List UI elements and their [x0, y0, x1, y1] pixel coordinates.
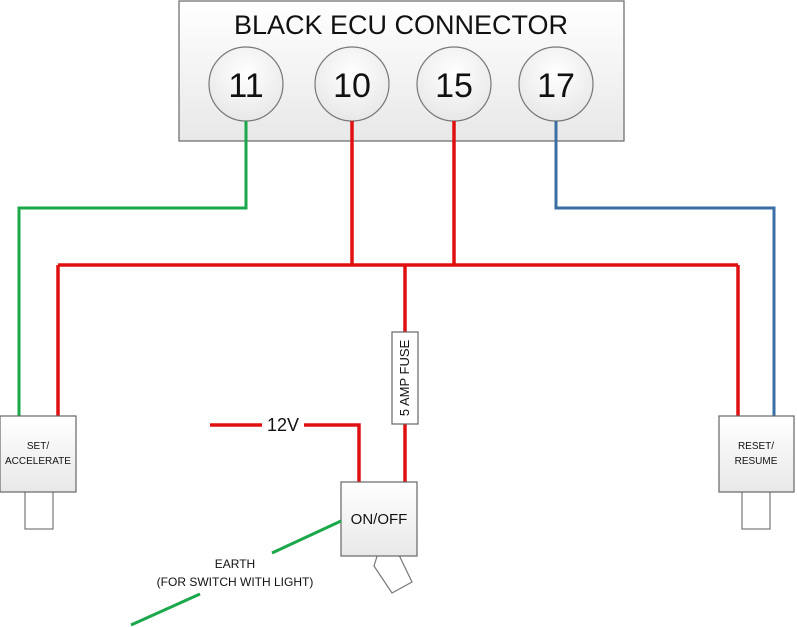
- set-switch-line1: SET/: [27, 441, 49, 452]
- earth-label-line1: EARTH: [215, 557, 255, 571]
- reset-switch-line1: RESET/: [738, 441, 774, 452]
- pin-10: 10: [314, 46, 390, 122]
- reset-switch-line2: RESUME: [735, 456, 778, 467]
- fuse: 5 AMP FUSE: [391, 331, 419, 425]
- green-wire-pin11: [17, 121, 248, 416]
- supply-12v-label: 12V: [267, 415, 299, 435]
- set-switch-line2: ACCELERATE: [5, 456, 71, 467]
- reset-resume-switch: RESET/ RESUME: [718, 415, 795, 530]
- red-wires: [56, 121, 740, 482]
- connector-title: BLACK ECU CONNECTOR: [234, 10, 568, 40]
- pin-15: 15: [416, 46, 492, 122]
- pin-11: 11: [208, 46, 284, 122]
- on-off-switch: ON/OFF: [340, 481, 418, 594]
- green-earth-wire-lower: [130, 592, 201, 627]
- fuse-label: 5 AMP FUSE: [397, 339, 412, 416]
- on-off-switch-lever: [373, 552, 413, 594]
- pin-17: 17: [518, 46, 594, 122]
- set-accelerate-switch: SET/ ACCELERATE: [0, 415, 77, 530]
- pin-10-label: 10: [333, 67, 371, 105]
- earth-label-line2: (FOR SWITCH WITH LIGHT): [157, 575, 314, 589]
- pin-17-label: 17: [537, 67, 575, 105]
- green-earth-wire-upper: [271, 519, 342, 555]
- on-off-label: ON/OFF: [351, 511, 408, 528]
- blue-wire-pin17: [554, 121, 776, 416]
- red-wire-12v-to-switch: [304, 423, 361, 482]
- pin-15-label: 15: [435, 67, 473, 105]
- ecu-connector: BLACK ECU CONNECTOR 11 10 15 17: [178, 0, 625, 142]
- pin-11-label: 11: [228, 67, 263, 105]
